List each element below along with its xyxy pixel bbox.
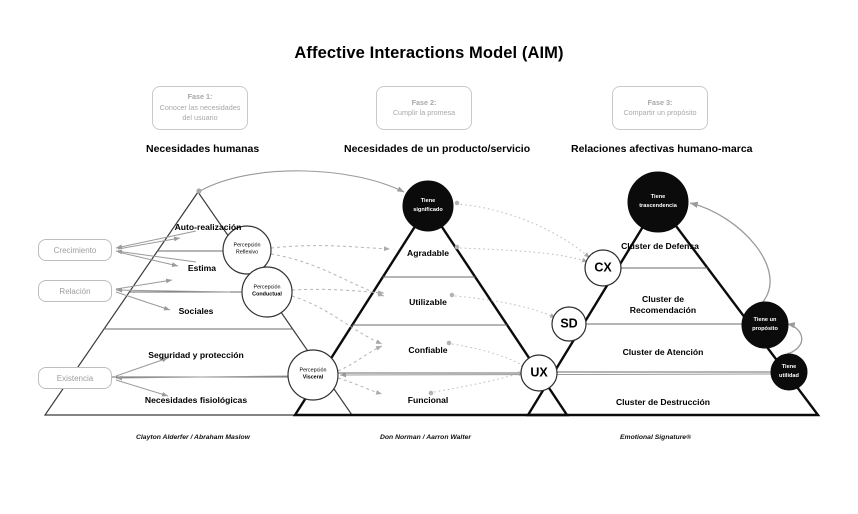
erg-box-existencia: Existencia (38, 367, 112, 389)
section-heading-3: Relaciones afectivas humano-marca (571, 143, 753, 155)
node-circle-percepcion-conductual (241, 266, 293, 318)
tier-label-product-needs-0: Agradable (406, 248, 450, 258)
section-heading-1: Necesidades humanas (146, 143, 260, 155)
tier-label-brand-relations-3: Cluster de Destrucción (615, 397, 711, 407)
dot-origin-significado (454, 200, 460, 206)
arc-utilidad-to-proposito (786, 322, 803, 355)
phase-title: Fase 1: (187, 92, 213, 102)
arc-apex-to-significado (199, 170, 405, 193)
dot-origin-agradable (454, 244, 460, 250)
tier-label-human-needs-0: Auto-realización (174, 222, 242, 232)
dot-origin-funcional (428, 390, 434, 396)
arc-origin-dot (196, 188, 202, 194)
arrow-to-crecimiento-a (115, 230, 197, 250)
node-circle-tiene-utilidad (770, 353, 808, 391)
arrow-existencia-out-a (115, 357, 169, 377)
phase-box-3: Fase 3:Compartir un propósito (612, 86, 708, 130)
connector-lines (115, 170, 803, 397)
dot-utilizable-to-sd (454, 295, 557, 319)
phase-desc-1: Conocer las necesidades (159, 102, 241, 112)
arc-proposito-to-trascendencia (689, 201, 771, 304)
pyramid-tier-dividers (71, 250, 786, 378)
tier-label-brand-relations-0: Cluster de Defensa (621, 241, 699, 251)
dash-conductual-to-confiable (291, 295, 383, 345)
arrow-relacion-out-b (115, 291, 171, 311)
phase-desc-1: Compartir un propósito (623, 108, 697, 117)
erg-box-crecimiento: Crecimiento (38, 239, 112, 261)
dash-conductual-to-utilizable (291, 288, 385, 295)
credit-human-needs: Clayton Alderfer / Abraham Maslow (136, 434, 250, 441)
tier-label-product-needs-1: Utilizable (409, 297, 447, 307)
arrow-existencia-out-b (115, 379, 169, 397)
node-circle-sd (551, 306, 587, 342)
node-circle-tiene-significado (402, 180, 454, 232)
arrow-to-crecimiento-b (115, 249, 197, 263)
dot-origin-confiable (446, 340, 452, 346)
page-title: Affective Interactions Model (AIM) (294, 44, 564, 62)
tier-label-human-needs-2: Sociales (178, 306, 214, 316)
arrow-to-relacion (115, 287, 231, 293)
dot-agradable-to-cx (459, 247, 589, 263)
credit-product-needs: Don Norman / Aarron Walter (380, 434, 472, 441)
node-circle-cx (584, 249, 622, 287)
node-circle-tiene-un-proposito (741, 301, 789, 349)
dot-confiable-to-ux (451, 343, 528, 369)
phase-desc-1: Cumplir la promesa (392, 108, 456, 117)
node-circle-ux (520, 354, 558, 392)
tier-label-product-needs-3: Funcional (407, 395, 449, 405)
arrow-relacion-out-a (115, 278, 173, 290)
dash-visceral-to-confiable (337, 345, 383, 372)
tier-label-brand-relations-1: Cluster de Recomendación (629, 294, 697, 315)
node-circle-tiene-trascendencia (627, 171, 689, 233)
phase-title: Fase 2: (411, 97, 437, 107)
node-circle-percepcion-visceral (287, 349, 339, 401)
dash-reflexivo-to-agradable (270, 245, 391, 252)
pyramid-outline-product-needs (292, 203, 570, 417)
arrow-to-existencia (115, 375, 289, 381)
tier-label-human-needs-3: Seguridad y protección (148, 350, 244, 360)
node-circle-percepcion-reflexivo (222, 225, 272, 275)
phase-box-2: Fase 2:Cumplir la promesa (376, 86, 472, 130)
dot-significado-to-cx (455, 203, 591, 259)
credit-brand-relations: Emotional Signature® (620, 434, 692, 441)
node-circles (222, 171, 808, 401)
dash-visceral-to-funcional (337, 377, 383, 395)
section-heading-2: Necesidades de un producto/servicio (344, 143, 531, 155)
arrow-crecimiento-out-a (117, 236, 181, 250)
tier-label-product-needs-2: Confiable (408, 345, 448, 355)
dot-origin-utilizable (449, 292, 455, 298)
erg-box-relación: Relación (38, 280, 112, 302)
arrow-crecimiento-out-b (117, 251, 179, 267)
tier-label-brand-relations-2: Cluster de Atención (622, 347, 704, 357)
pyramid-outline-brand-relations (525, 199, 821, 417)
phase-title: Fase 3: (647, 97, 673, 107)
tier-label-human-needs-4: Necesidades fisiológicas (144, 395, 248, 405)
tier-label-human-needs-1: Estima (187, 263, 217, 273)
phase-desc-2: del usuario (182, 113, 218, 123)
